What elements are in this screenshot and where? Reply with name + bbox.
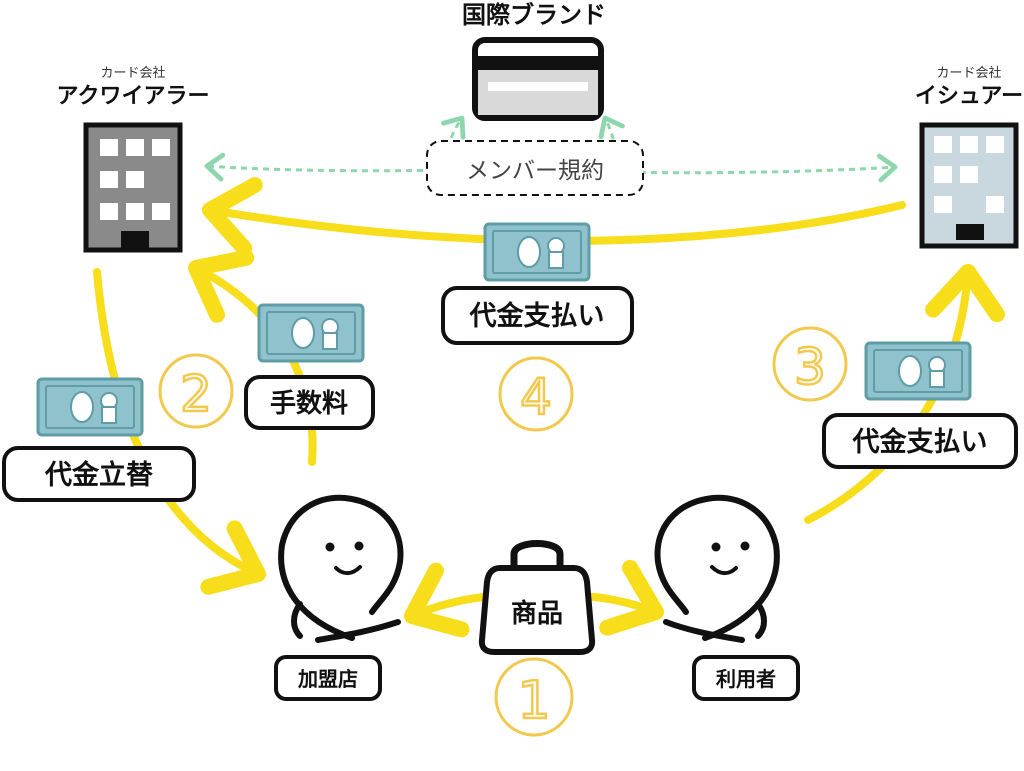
banknote-icon — [864, 341, 972, 401]
shopping-bag-icon — [478, 540, 596, 655]
credit-card-icon — [472, 37, 604, 121]
flow-label: 代金支払い — [469, 300, 605, 332]
banknote-icon — [36, 377, 144, 437]
user-label: 利用者 — [716, 667, 776, 691]
issuer: カード会社 イシュアー — [915, 65, 1023, 249]
label-fee: 手数料 — [244, 375, 375, 430]
member-agreement-label: メンバー規約 — [466, 158, 604, 184]
step-circle-2: 2 — [158, 353, 234, 429]
merchant-label: 加盟店 — [297, 667, 358, 691]
step-number: 4 — [520, 368, 552, 426]
arrow-product-to-user — [580, 559, 664, 636]
user: 利用者 — [654, 494, 800, 701]
flow-label: 代金支払い — [852, 426, 988, 458]
person-icon — [654, 494, 780, 643]
person-icon — [278, 494, 404, 643]
acquirer-label: アクワイアラー — [57, 84, 210, 109]
label-advance: 代金立替 — [2, 446, 196, 502]
banknote-icon — [483, 222, 591, 282]
step-number: 1 — [517, 671, 550, 731]
merchant: 加盟店 — [274, 494, 404, 701]
member-agreement-box: メンバー規約 — [426, 140, 644, 196]
step-circle-3: 3 — [772, 326, 848, 402]
building-icon — [83, 122, 183, 253]
dashed-arrow-to-issuer — [617, 153, 898, 183]
acquirer: カード会社 アクワイアラー — [57, 65, 210, 253]
step-number: 2 — [180, 365, 212, 423]
brand-title: 国際ブランド — [462, 1, 606, 29]
label-payment-user-to-issuer: 代金支払い — [822, 413, 1018, 469]
step-circle-4: 4 — [498, 356, 574, 432]
dashed-arrow-to-acquirer — [204, 152, 446, 182]
arrow-issuer-to-acquirer — [202, 177, 906, 257]
building-icon — [919, 122, 1019, 249]
acquirer-sublabel: カード会社 — [100, 65, 165, 81]
product-label: 商品 — [511, 598, 563, 629]
flow-label: 手数料 — [270, 389, 348, 419]
label-payment-issuer-to-acquirer: 代金支払い — [441, 286, 634, 345]
flow-label: 代金立替 — [44, 459, 154, 491]
international-brand: 国際ブランド — [462, 1, 606, 121]
step-circle-1: 1 — [494, 657, 574, 737]
product: 商品 — [478, 540, 596, 655]
issuer-sublabel: カード会社 — [936, 65, 1001, 81]
issuer-label: イシュアー — [915, 84, 1023, 109]
banknote-icon — [257, 303, 365, 363]
step-number: 3 — [794, 338, 826, 396]
